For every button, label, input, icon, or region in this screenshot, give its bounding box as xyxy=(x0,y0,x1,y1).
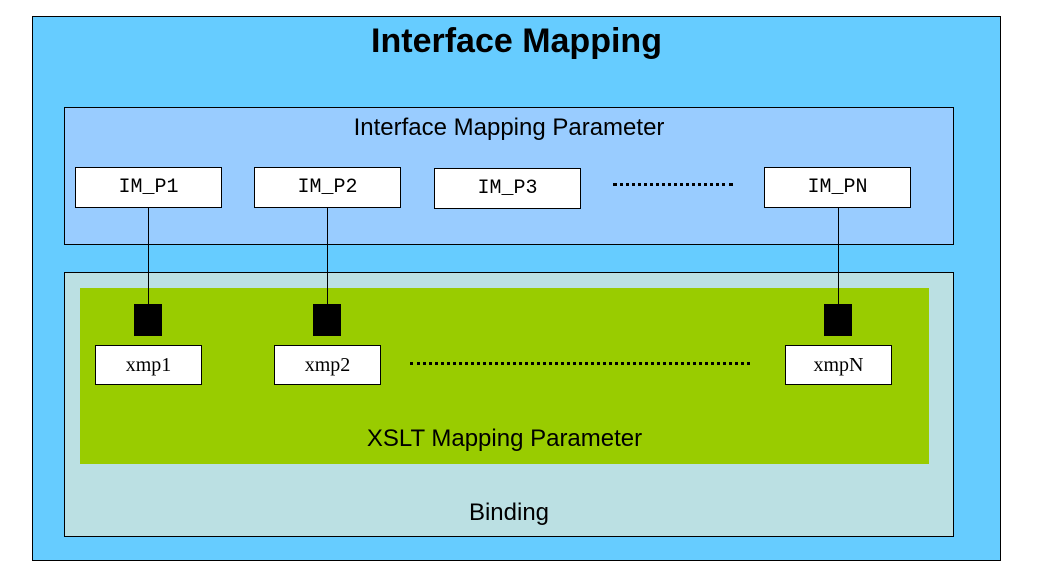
xslt-param-box-xmp1: xmp1 xyxy=(95,345,202,385)
xslt-mapping-parameter-label: XSLT Mapping Parameter xyxy=(366,425,643,452)
port-icon-1 xyxy=(134,304,162,336)
connector-line-n xyxy=(838,207,839,304)
xslt-param-ellipsis-dots xyxy=(410,362,750,365)
param-box-im-p3: IM_P3 xyxy=(434,168,581,209)
connector-line-1 xyxy=(148,207,149,304)
diagram-title: Interface Mapping xyxy=(371,22,662,60)
param-box-im-p1: IM_P1 xyxy=(75,167,222,208)
port-icon-n xyxy=(824,304,852,336)
xslt-param-box-xmp2: xmp2 xyxy=(274,345,381,385)
param-box-im-p2: IM_P2 xyxy=(254,167,401,208)
interface-mapping-parameter-label: Interface Mapping Parameter xyxy=(353,114,665,141)
param-box-im-pn: IM_PN xyxy=(764,167,911,208)
port-icon-2 xyxy=(313,304,341,336)
connector-line-2 xyxy=(327,207,328,304)
param-ellipsis-dots xyxy=(613,183,733,186)
xslt-param-box-xmpn: xmpN xyxy=(785,345,892,385)
binding-label: Binding xyxy=(468,499,550,526)
